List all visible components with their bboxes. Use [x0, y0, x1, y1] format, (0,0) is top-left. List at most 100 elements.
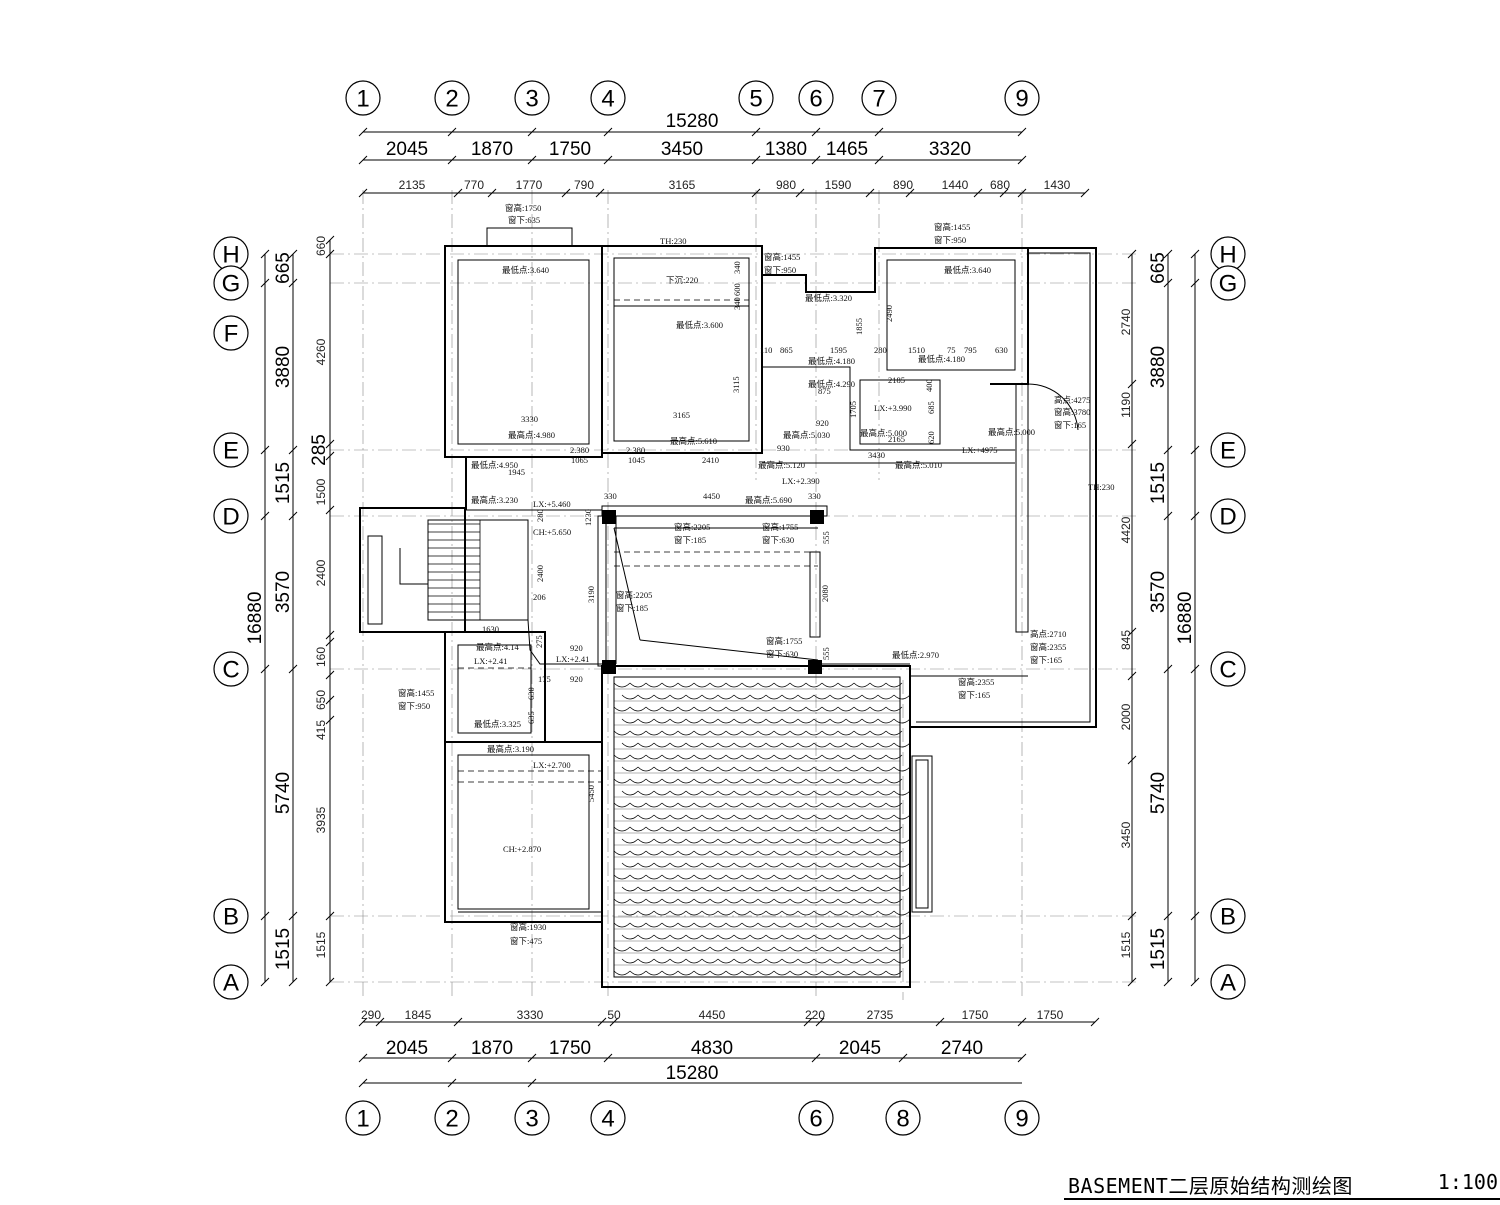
grid-bubbles-right: H G E D C B A [1210, 236, 1246, 1000]
annotation: 最高点:5.690 [745, 495, 792, 505]
annotation: 最低点:4.290 [808, 379, 855, 389]
right-dim-detail: 4420 [1119, 516, 1133, 543]
annotation: 555 [821, 647, 831, 660]
annotation: 最低点:4.180 [918, 354, 965, 364]
annotation: 窗下:630 [762, 535, 794, 545]
bottom-dim: 2740 [941, 1038, 983, 1059]
grid-bubble: 9 [1004, 1100, 1040, 1136]
svg-text:G: G [222, 271, 241, 298]
svg-text:5: 5 [749, 86, 762, 113]
bottom-dim-detail: 2735 [867, 1008, 894, 1022]
annotation: 620 [926, 431, 936, 444]
top-dim: 3450 [661, 139, 703, 160]
annotation: 窗下:950 [398, 701, 430, 711]
column [810, 510, 824, 524]
top-dim-detail: 1590 [825, 178, 852, 192]
annotation: 3190 [586, 586, 596, 603]
right-dim: 5740 [1148, 772, 1169, 814]
grid-bubble: 7 [861, 80, 897, 116]
annotation: 窗高:1750 [505, 203, 541, 213]
right-dim: 3570 [1148, 571, 1169, 613]
annotation: 下沉:220 [666, 275, 698, 285]
left-dim-detail: 160 [314, 647, 328, 667]
top-dimensions: 15280 2045 1870 1750 3450 1380 1465 3320… [358, 111, 1090, 198]
annotation: 窗下:950 [764, 265, 796, 275]
annotation: 2165 [888, 434, 905, 444]
annotation: 5450 [586, 785, 596, 802]
annotation: 1630 [482, 624, 499, 634]
svg-text:4: 4 [601, 1106, 614, 1133]
column [602, 660, 616, 674]
bottom-dim-detail: 290 [361, 1008, 381, 1022]
annotation: 窗高:1755 [762, 522, 798, 532]
left-total-dimension: 16880 [245, 592, 266, 645]
left-dim-detail: 415 [314, 720, 328, 740]
right-dim: 1515 [1148, 928, 1169, 970]
annotation: 685 [926, 401, 936, 414]
top-dim-detail: 770 [464, 178, 484, 192]
annotation: 窗高:1930 [510, 922, 546, 932]
left-dim-detail: 285 [309, 434, 330, 466]
annotation: 330 [808, 491, 821, 501]
svg-text:E: E [223, 438, 239, 465]
left-dim-detail: 2400 [314, 559, 328, 586]
annotation: 1065 [571, 455, 588, 465]
top-dim-detail: 1430 [1044, 178, 1071, 192]
right-dim-detail: 1190 [1119, 392, 1133, 418]
svg-text:4: 4 [601, 86, 614, 113]
drawing-title: BASEMENT二层原始结构测绘图 [1068, 1174, 1353, 1198]
top-dim-detail: 790 [574, 178, 594, 192]
svg-text:A: A [223, 970, 239, 997]
annotation: 最高点:4.980 [508, 430, 555, 440]
grid-bubble: G [1210, 265, 1246, 301]
grid-bubble: C [1210, 651, 1246, 687]
annotation: 最低点:4.180 [808, 356, 855, 366]
annotation: 窗高:2355 [958, 677, 994, 687]
top-dim: 1465 [826, 139, 868, 160]
grid-bubble: 2 [434, 1100, 470, 1136]
bottom-dim-detail: 50 [607, 1008, 621, 1022]
svg-text:H: H [222, 242, 239, 269]
annotation: 330 [604, 491, 617, 501]
annotation: 600 [732, 283, 742, 296]
annotation: 最高点:5.000 [988, 427, 1035, 437]
right-dim-detail: 1515 [1119, 931, 1133, 958]
grid-bubble: 4 [590, 80, 626, 116]
annotation: 最高点:3.190 [487, 744, 534, 754]
annotation: LX:+5.460 [533, 499, 571, 509]
annotation: TH:230 [1088, 482, 1114, 492]
top-dim: 1870 [471, 139, 513, 160]
grid-bubble: B [1210, 898, 1246, 934]
annotation: 最高点:5.000 [860, 428, 907, 438]
annotation: 875 [818, 386, 831, 396]
bottom-dim: 1750 [549, 1038, 591, 1059]
top-total-dimension: 15280 [666, 111, 719, 132]
annotation: 2.380 [626, 445, 645, 455]
annotation: 3430 [868, 450, 885, 460]
grid-bubble: 6 [798, 1100, 834, 1136]
annotation: 110 [760, 345, 772, 355]
left-dim-detail: 1500 [314, 478, 328, 505]
bottom-dim-detail: 4450 [699, 1008, 726, 1022]
annotation: TH:230 [660, 236, 686, 246]
annotation: 最高点:5.030 [783, 430, 830, 440]
annotation: 窗高:1755 [766, 636, 802, 646]
column [808, 660, 822, 674]
left-dimensions: 16880 665 3880 1515 3570 5740 1515 660 4… [245, 235, 335, 987]
svg-text:A: A [1220, 970, 1236, 997]
annotation: 最高点:3.230 [471, 495, 518, 505]
left-dim-detail: 650 [314, 690, 328, 710]
svg-text:7: 7 [872, 86, 885, 113]
bottom-dim-detail: 1750 [1037, 1008, 1064, 1022]
annotation: 窗下:185 [616, 603, 648, 613]
annotation: 最低点:3.640 [944, 265, 991, 275]
annotation: 920 [816, 418, 829, 428]
annotations: 窗高:1750 窗下:635 TH:230 窗高:1455 窗下:950 窗高:… [398, 203, 1114, 946]
right-dim: 665 [1148, 252, 1169, 284]
grid-bubbles-left: H G F E D C B A [213, 236, 249, 1000]
right-dim-detail: 2740 [1119, 308, 1133, 335]
tiled-roof [601, 665, 911, 988]
annotation: 3165 [673, 410, 690, 420]
grid-bubble: 4 [590, 1100, 626, 1136]
svg-text:1: 1 [356, 86, 369, 113]
